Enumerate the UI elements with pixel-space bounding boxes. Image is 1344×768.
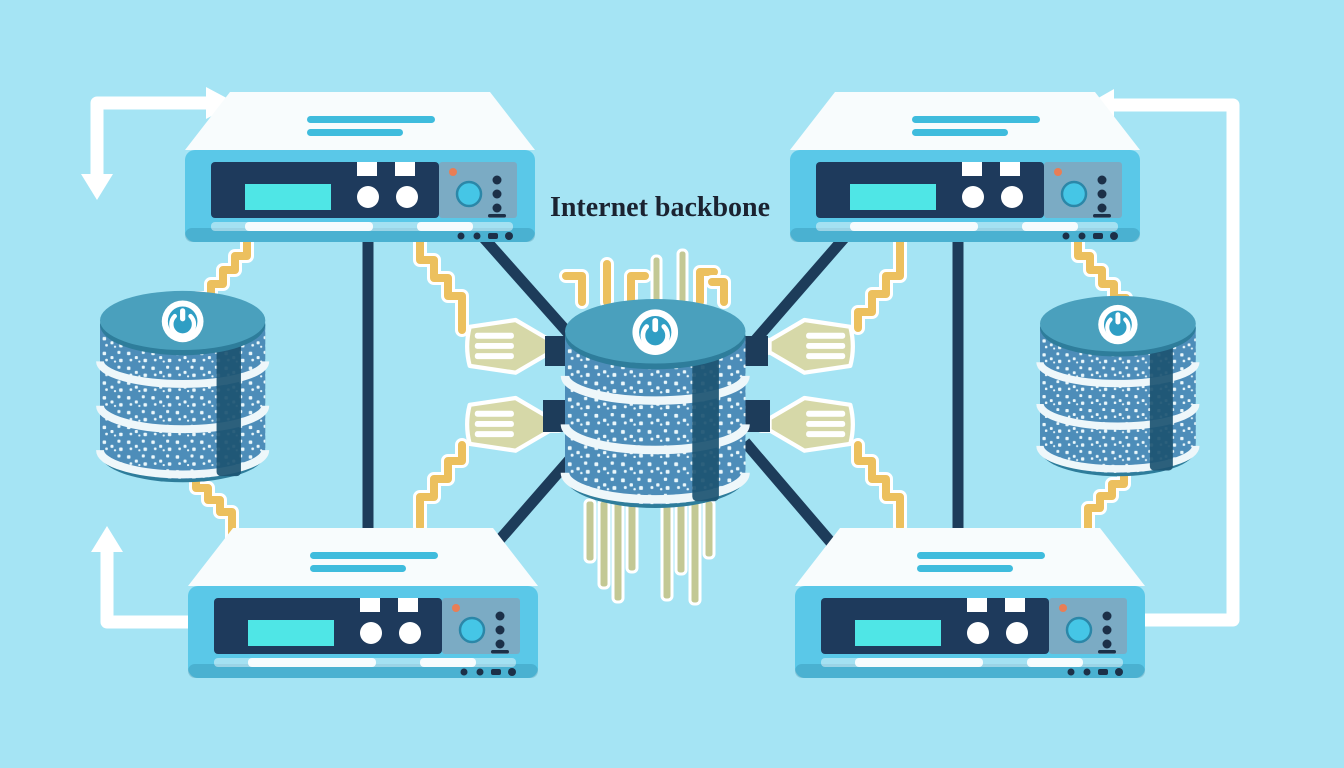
- ribbon-bar: [583, 498, 597, 564]
- flow-path-right: [1112, 98, 1240, 627]
- database-center: [565, 299, 746, 508]
- cable-center-lower-right: [854, 441, 904, 531]
- ribbon-bar: [611, 498, 625, 604]
- router-top-left: [183, 90, 537, 244]
- database-left: [100, 291, 265, 482]
- bent-cable: [696, 268, 718, 306]
- cable-center-upper-right: [854, 236, 904, 332]
- ribbon-bar: [676, 248, 689, 306]
- ribbon-bar: [702, 498, 716, 560]
- flow-arrow-top-left: [90, 96, 208, 178]
- router-bottom-right: [793, 526, 1147, 680]
- arrow-down-icon: [81, 174, 113, 200]
- cable-center-upper-left: [416, 236, 466, 334]
- zigzag-cables: [189, 233, 1133, 549]
- bent-cable: [708, 278, 728, 306]
- ribbon-bar: [674, 498, 688, 576]
- ribbon-bar: [688, 498, 702, 606]
- cable-right-db-bottom: [1084, 468, 1128, 544]
- ribbon-cables-top: [559, 248, 731, 309]
- link-diagonal-bottom-right: [740, 438, 851, 564]
- link-diagonal-top-right: [740, 232, 851, 356]
- ribbon-bar: [597, 498, 611, 590]
- bent-cable: [627, 272, 649, 306]
- flow-arrows: [81, 87, 1240, 629]
- ribbon-cables-bottom: [583, 498, 716, 606]
- flow-arrow-bottom-left: [100, 550, 200, 629]
- cable-left-db-bottom: [192, 472, 236, 546]
- arrow-up-icon: [91, 526, 123, 552]
- ribbon-bar: [660, 498, 674, 602]
- database-right: [1040, 296, 1196, 476]
- ribbon-bar: [650, 254, 663, 306]
- router-bottom-left: [186, 526, 540, 680]
- bent-cable: [562, 272, 586, 306]
- ribbon-bar: [625, 498, 639, 574]
- diagram-title: Internet backbone: [550, 192, 770, 223]
- arrow-right-icon: [206, 87, 236, 119]
- cable-center-lower-left: [416, 441, 466, 531]
- router-top-right: [788, 90, 1142, 244]
